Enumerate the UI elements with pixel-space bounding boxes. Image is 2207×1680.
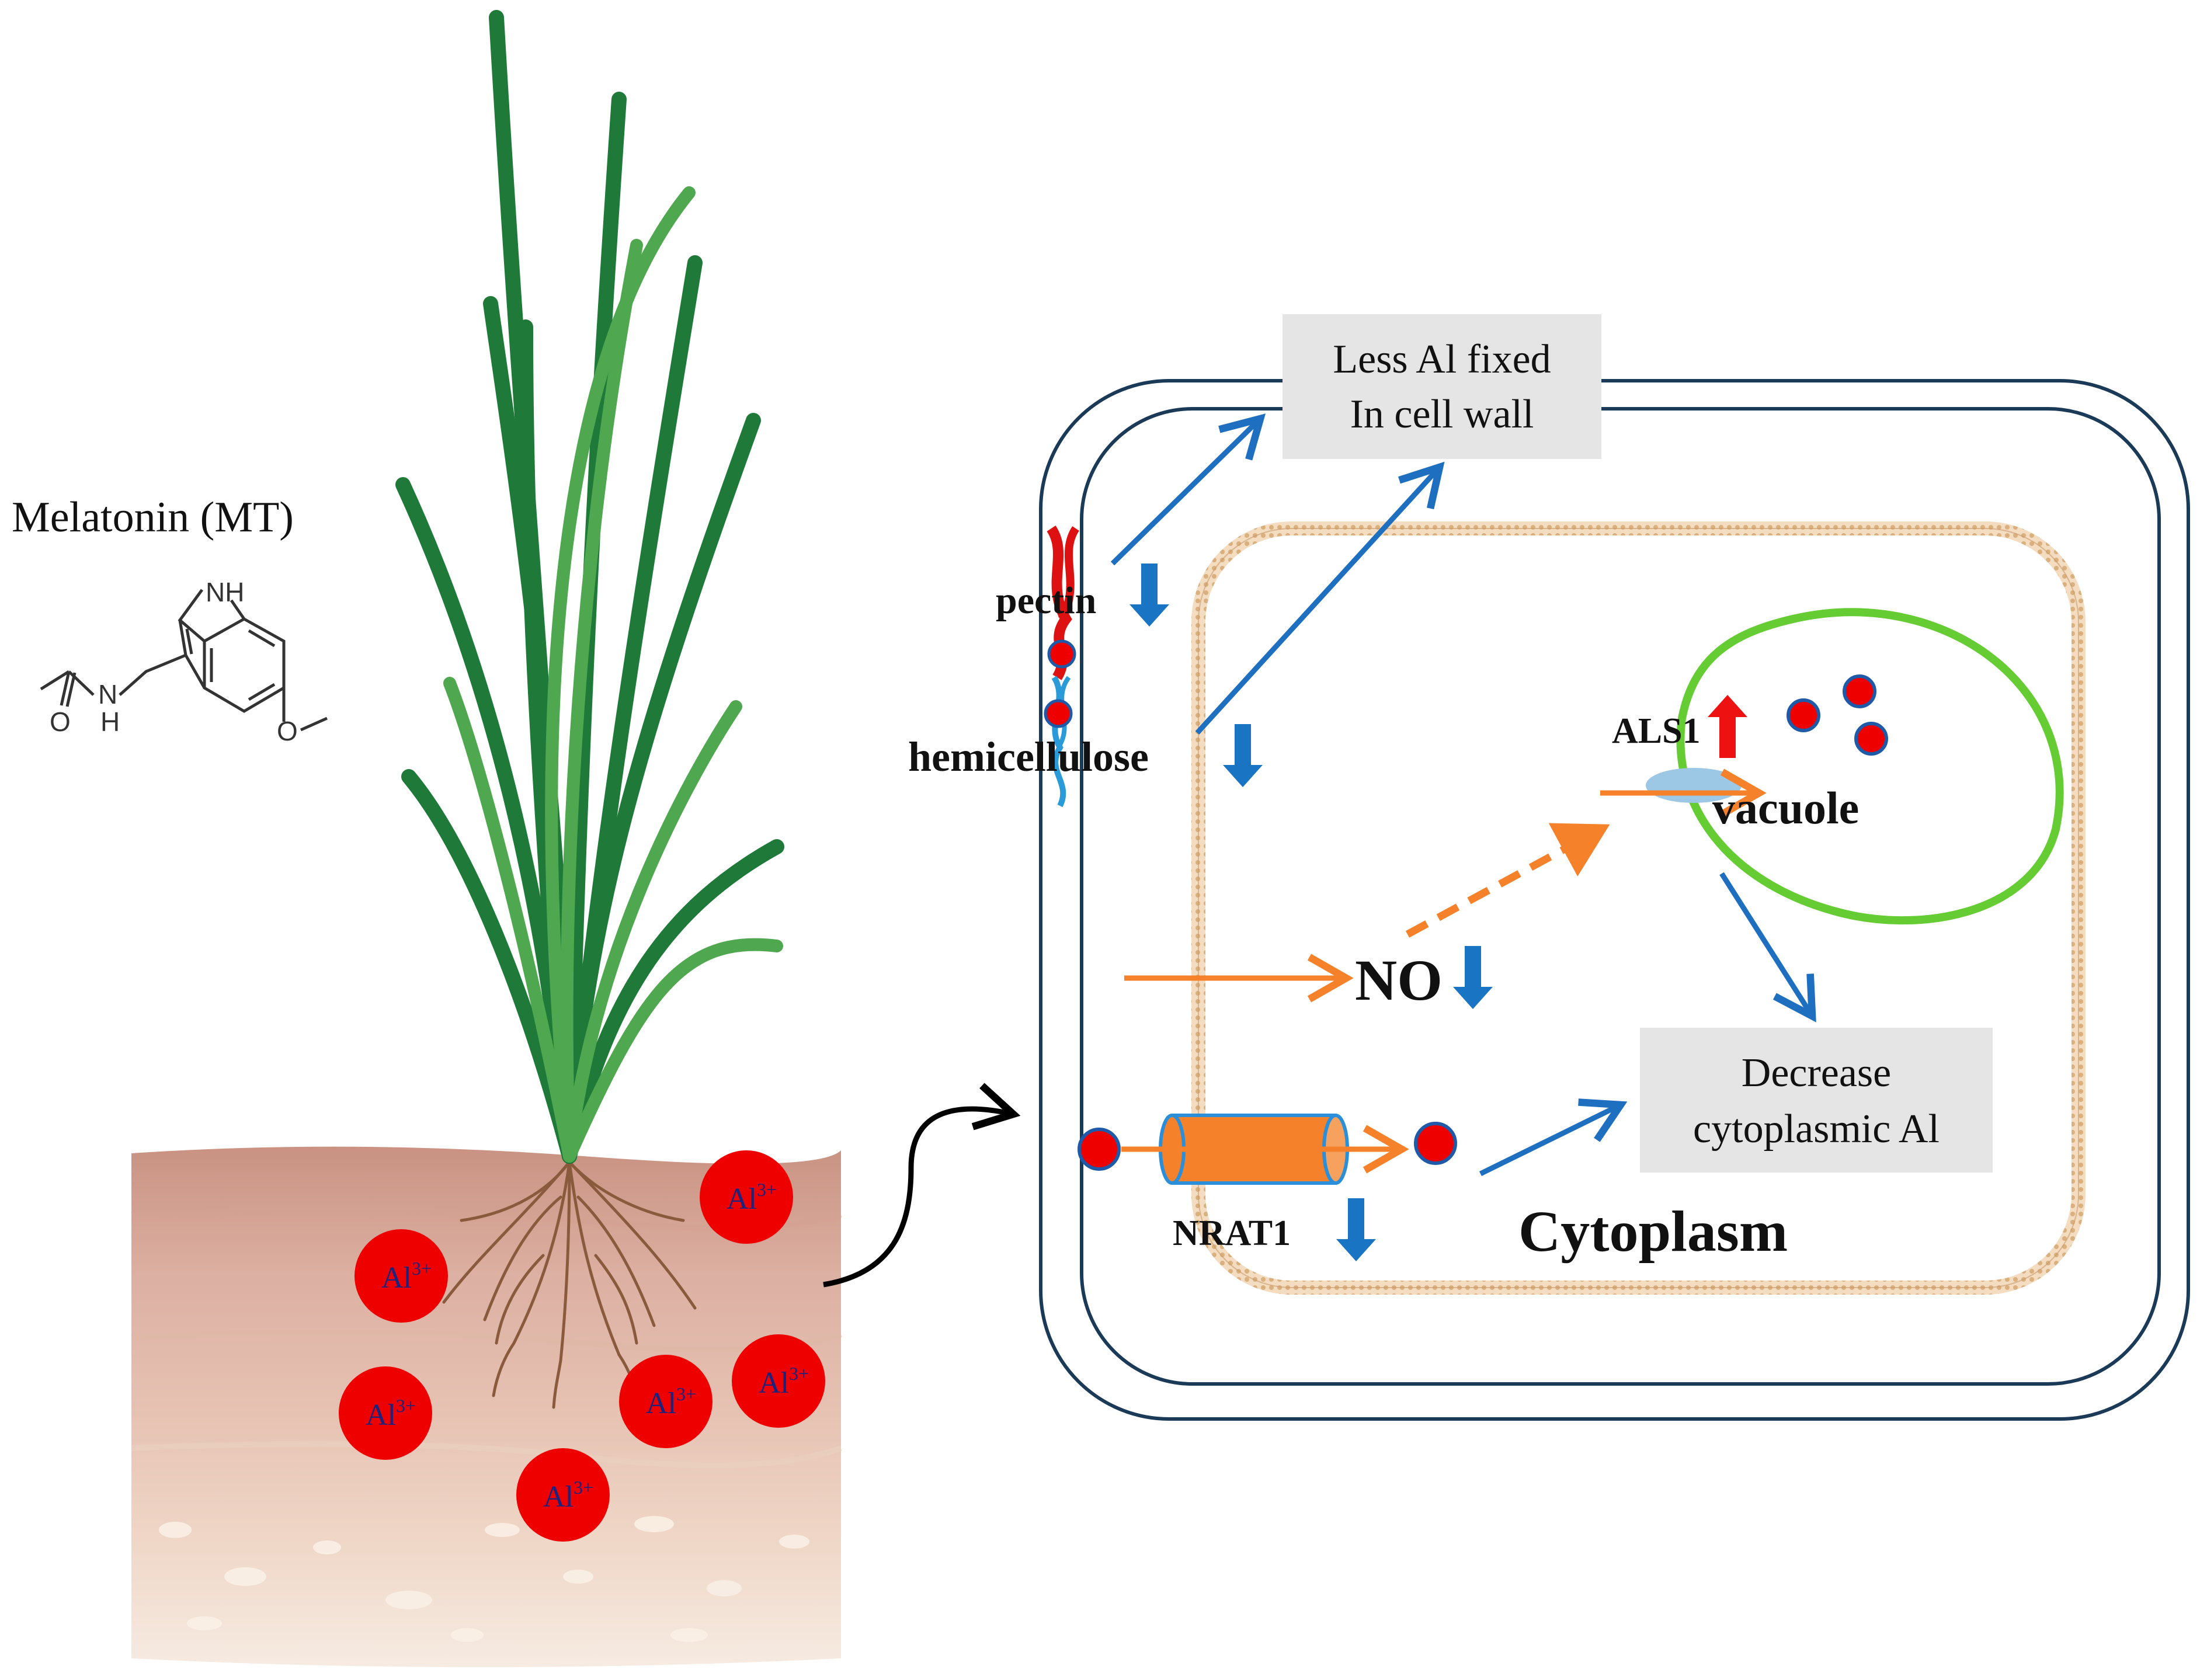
vacuole <box>1676 608 2064 925</box>
svg-text:Al3+: Al3+ <box>543 1477 593 1514</box>
pectin-to-cell-wall-arrow <box>1110 413 1266 566</box>
nrat1-label: NRAT1 <box>1173 1213 1291 1253</box>
nrat1-down-indicator-icon <box>1336 1198 1376 1261</box>
cytoplasm-to-decrease-arrow <box>1479 1098 1628 1177</box>
melatonin-label: Melatonin (MT) <box>12 493 294 541</box>
vacuole-al-ion-2 <box>1843 674 1876 708</box>
hemicellulose-down-indicator-icon <box>1223 724 1263 787</box>
als1-up-indicator-icon <box>1708 695 1747 758</box>
hemicellulose-to-cell-wall-arrow <box>1195 461 1445 735</box>
decrease-box-line2: cytoplasmic Al <box>1693 1107 1940 1152</box>
cell-wall-outer <box>1039 379 2190 1421</box>
decrease-cytoplasmic-box <box>1640 1028 1993 1173</box>
melatonin-structure-icon <box>40 589 328 732</box>
svg-text:Al3+: Al3+ <box>727 1179 777 1216</box>
melatonin-atom-o-methoxy: O <box>277 716 298 746</box>
rice-plant-icon <box>395 10 784 1409</box>
melatonin-atom-o-carbonyl: O <box>50 707 71 737</box>
soil-pebbles <box>159 1516 809 1642</box>
soil-al-ion-6: Al3+ <box>516 1448 610 1542</box>
no-down-indicator-icon <box>1453 946 1493 1009</box>
hemicellulose-label: hemicellulose <box>908 733 1149 780</box>
no-label: NO <box>1355 948 1443 1013</box>
soil-al-ion-5: Al3+ <box>619 1355 713 1448</box>
melatonin-atom-n-h: H <box>100 707 120 737</box>
soil-ions: Al3+Al3+Al3+Al3+Al3+Al3+ <box>339 1150 825 1542</box>
cell-wall-box-line1: Less Al fixed <box>1333 337 1551 382</box>
soil-al-ion-1: Al3+ <box>700 1150 793 1244</box>
cell-wall-box-line2: In cell wall <box>1350 392 1534 437</box>
vacuole-al-ion-1 <box>1787 698 1820 732</box>
melatonin-section: Melatonin (MT) NH N H O <box>12 493 328 746</box>
al-ion-outside <box>1078 1128 1121 1171</box>
soil-al-ion-2: Al3+ <box>354 1229 448 1323</box>
vacuole-to-decrease-arrow <box>1719 872 1816 1022</box>
soil-al-ion-4: Al3+ <box>339 1366 432 1460</box>
pectin-label: pectin <box>996 579 1096 622</box>
als1-label: ALS1 <box>1612 711 1701 751</box>
soil-to-cell-arrow <box>823 1083 1021 1288</box>
plant-cell: Less Al fixed In cell wall Decrease cyto… <box>908 314 2190 1421</box>
melatonin-atom-n: N <box>98 679 117 709</box>
vacuole-al-ion-3 <box>1854 722 1888 756</box>
no-to-als1-dashed-arrow <box>1405 823 1610 938</box>
pectin-down-indicator-icon <box>1129 564 1169 627</box>
pectin-molecule-icon <box>1044 526 1080 808</box>
vacuole-label: vacuole <box>1712 782 1859 833</box>
cytoplasm-label: Cytoplasm <box>1518 1199 1788 1264</box>
soil-al-ion-3: Al3+ <box>732 1334 825 1428</box>
cell-wall-inner <box>1080 407 2161 1386</box>
cell-wall-fixation-box <box>1283 314 1601 459</box>
decrease-box-line1: Decrease <box>1742 1051 1891 1095</box>
melatonin-atom-nh: NH <box>206 577 244 607</box>
al-ion-inside <box>1414 1122 1457 1165</box>
